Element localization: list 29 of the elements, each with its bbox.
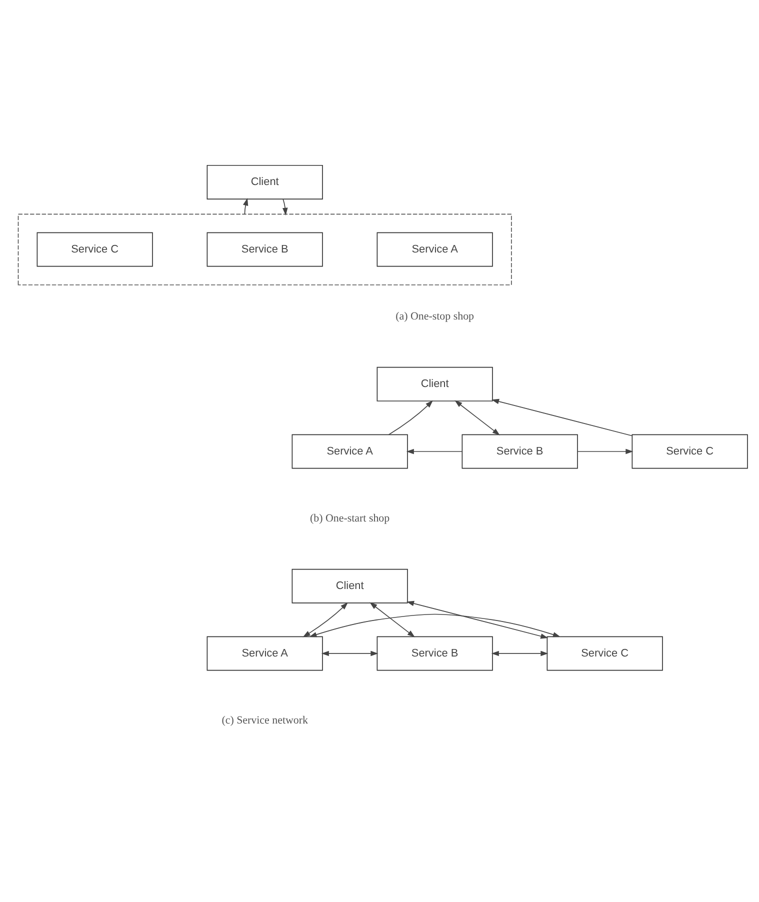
arrow: [491, 650, 548, 656]
arrow: [370, 602, 415, 637]
arrow: [491, 398, 632, 436]
node-box: Service A: [292, 434, 408, 468]
arrow: [454, 400, 500, 435]
arrow: [321, 650, 378, 656]
node-box: Service B: [462, 434, 578, 468]
node-box: Client: [206, 164, 323, 199]
arrow: [309, 613, 561, 637]
node-box: Service B: [376, 636, 493, 670]
node-box: Service C: [632, 434, 748, 468]
node-box: Service B: [206, 232, 323, 266]
arrow: [302, 602, 348, 637]
node-box: Service A: [206, 636, 323, 670]
label: (c) Service network: [222, 714, 308, 726]
node-box: Service C: [36, 232, 153, 266]
node-box: Client: [292, 568, 408, 603]
node-box: Service C: [546, 636, 663, 670]
arrow: [577, 448, 634, 454]
arrow: [242, 198, 248, 214]
arrow: [406, 448, 462, 454]
label: (b) One-start shop: [310, 512, 390, 524]
arrow: [406, 600, 548, 638]
cluster: [18, 213, 512, 285]
node-box: Client: [376, 366, 493, 401]
arrow: [282, 198, 288, 215]
label: (a) One-stop shop: [396, 310, 474, 322]
arrow: [388, 400, 433, 435]
node-box: Service A: [376, 232, 493, 266]
